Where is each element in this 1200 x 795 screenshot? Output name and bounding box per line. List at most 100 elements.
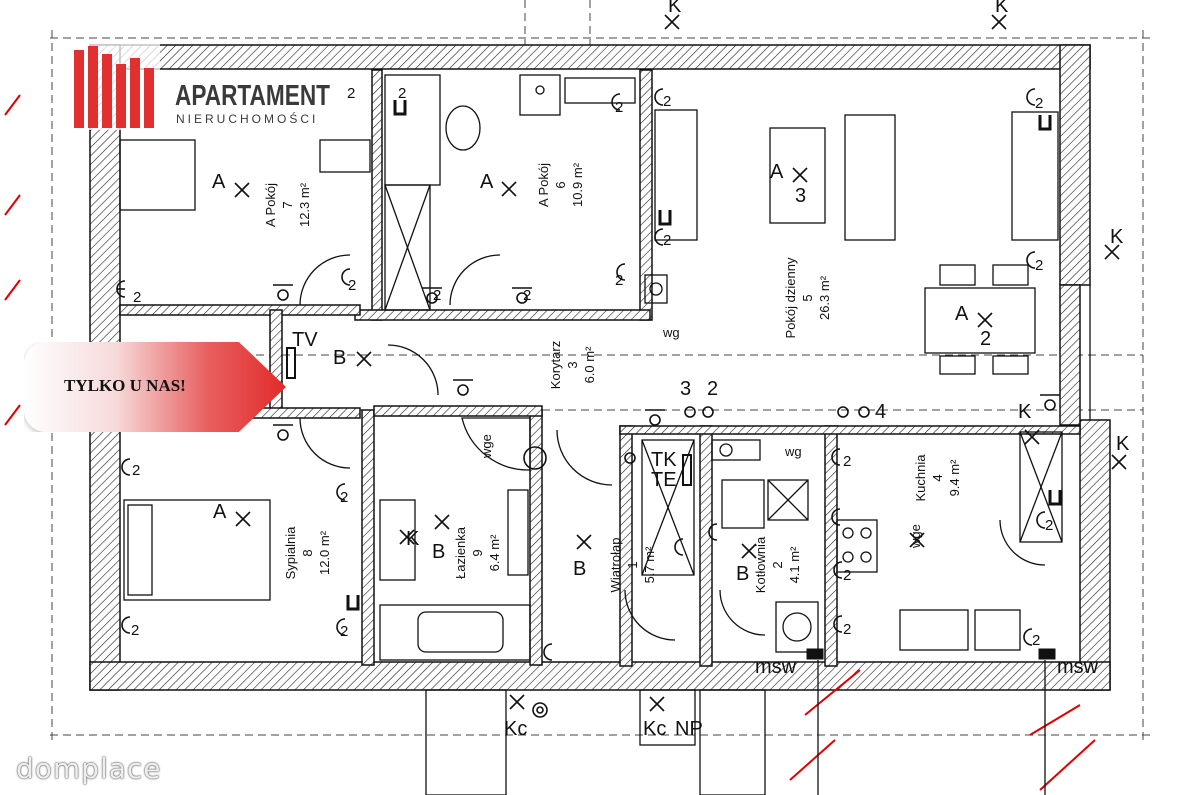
socket-num-16: 2	[843, 621, 851, 638]
room-name: Kotłownia	[753, 536, 768, 593]
room-name: Pokój dzienny	[783, 257, 798, 338]
b-label-korytarz: B	[333, 347, 346, 369]
socket-num-7: 2	[1035, 257, 1043, 274]
te-label: TE	[651, 469, 677, 491]
socket-num-9: 2	[398, 85, 406, 102]
socket-num-1: 2	[133, 289, 141, 306]
kc-label-1: Kc	[504, 718, 527, 740]
room-number: 2	[770, 561, 785, 568]
a-label-dzienny: A	[770, 161, 784, 183]
socket-num-3: 2	[615, 272, 623, 289]
socket-num-11: 2	[340, 489, 348, 506]
socket-num-10: 2	[132, 462, 140, 479]
fixtures	[119, 74, 1063, 795]
socket-symbols	[116, 88, 1062, 718]
room-area: 26.3 m²	[817, 275, 832, 320]
socket-num-17: 2	[1032, 632, 1040, 649]
wg-label-1: wg	[662, 325, 680, 340]
room-number: 1	[625, 561, 640, 568]
a-label-table: A	[955, 303, 969, 325]
socket-num-19: 2	[347, 85, 355, 102]
socket-num-14: 2	[843, 453, 851, 470]
tk-label: TK	[651, 449, 677, 471]
room-name: A Pokój	[263, 183, 278, 227]
msw-label-2: msw	[1057, 656, 1099, 678]
num-4-label: 4	[875, 401, 886, 423]
x-markers	[234, 14, 1127, 712]
k-label-5: K	[1018, 401, 1032, 423]
socket-num-8: 2	[663, 232, 671, 249]
room-number: 4	[930, 474, 945, 481]
num-3-dzienny: 3	[795, 185, 806, 207]
room-number: 7	[280, 201, 295, 208]
k-label-3: K	[1110, 226, 1124, 248]
socket-num-4: 2	[615, 99, 623, 116]
b-label-kotlownia: B	[736, 563, 749, 585]
tv-label: TV	[292, 329, 318, 351]
num-2-label: 2	[707, 378, 718, 400]
brand-tagline: NIERUCHOMOŚCI	[176, 112, 319, 126]
room-name: Wiatrołap	[608, 538, 623, 593]
symbol-labels: TV TK TE wg wg wge wge msw msw Kc Kc NP …	[131, 0, 1130, 740]
socket-num-12: 2	[340, 623, 348, 640]
wge-label-kitchen: wge	[908, 524, 923, 549]
k-label-2: K	[995, 0, 1009, 17]
k-label-6: K	[406, 528, 420, 550]
room-area: 9.4 m²	[947, 459, 962, 497]
room-name: A Pokój	[536, 163, 551, 207]
room-number: 5	[800, 294, 815, 301]
room-name: Kuchnia	[913, 454, 928, 502]
a-label-sypialnia: A	[213, 501, 227, 523]
kc-label-2: Kc	[643, 718, 666, 740]
k-label-1: K	[668, 0, 682, 17]
room-area: 5.7 m²	[642, 546, 657, 584]
room-number: 3	[565, 361, 580, 368]
socket-num-13: 2	[131, 622, 139, 639]
k-label-4: K	[1116, 433, 1130, 455]
brand-name: APARTAMENT	[175, 80, 330, 112]
msw-label-1: msw	[755, 656, 797, 678]
room-number: 9	[470, 549, 485, 556]
room-name: Sypialnia	[283, 526, 298, 580]
socket-num-6: 2	[1035, 95, 1043, 112]
b-label-lazienka: B	[432, 541, 445, 563]
door-swings	[299, 254, 1046, 641]
room-name: Łazienka	[453, 526, 468, 579]
wge-label-bath: wge	[479, 434, 494, 459]
a-label-pokoj6: A	[480, 171, 494, 193]
num-2-table: 2	[980, 328, 991, 350]
room-area: 12.0 m²	[317, 530, 332, 575]
watermark: domplace	[16, 752, 162, 785]
a-label-pokoj7: A	[212, 171, 226, 193]
socket-num-5: 2	[663, 93, 671, 110]
room-area: 6.4 m²	[487, 534, 502, 572]
promo-text: TYLKO U NAS!	[64, 376, 186, 395]
socket-num-20: 2	[433, 287, 441, 304]
red-marks	[4, 94, 1096, 795]
room-area: 10.9 m²	[570, 162, 585, 207]
room-number: 8	[300, 549, 315, 556]
socket-num-15: 2	[843, 567, 851, 584]
num-3-label: 3	[680, 378, 691, 400]
room-area: 12.3 m²	[297, 182, 312, 227]
room-area: 6.0 m²	[582, 346, 597, 384]
room-number: 6	[553, 181, 568, 188]
socket-num-21: 2	[523, 287, 531, 304]
np-label: NP	[675, 718, 703, 740]
logo-bars-icon	[70, 44, 160, 130]
promo-badge: TYLKO U NAS!	[24, 342, 286, 432]
wg-label-2: wg	[784, 444, 802, 459]
b-label-wiatrolap: B	[573, 558, 586, 580]
socket-num-2: 2	[348, 277, 356, 294]
brand-logo: APARTAMENT NIERUCHOMOŚCI	[70, 44, 370, 134]
socket-num-18: 2	[1045, 517, 1053, 534]
